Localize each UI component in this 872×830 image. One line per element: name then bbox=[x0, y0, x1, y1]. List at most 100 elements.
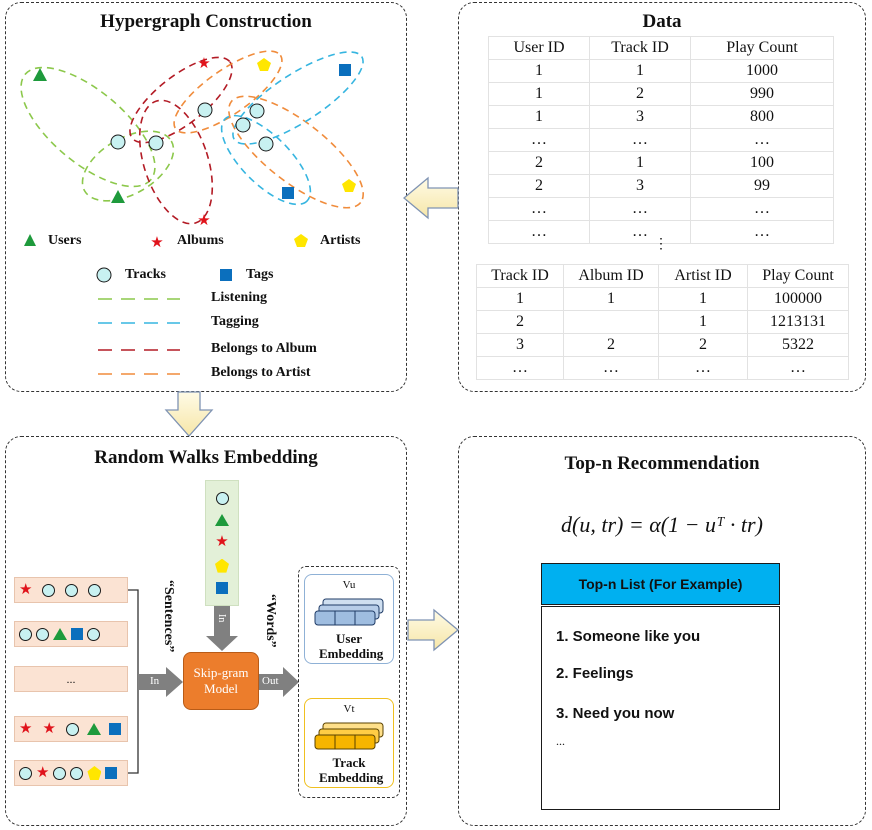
arrow-words-in bbox=[206, 606, 238, 651]
track-icon bbox=[19, 627, 32, 641]
table-cell: 1 bbox=[488, 59, 590, 83]
sentence-walk: ★ bbox=[14, 577, 128, 603]
arrow-walks-to-recommendation bbox=[407, 608, 460, 652]
legend-artist-label: Belongs to Artist bbox=[211, 365, 311, 380]
model-label: Skip-gram Model bbox=[193, 665, 249, 696]
album-icon: ★ bbox=[36, 764, 50, 781]
legend-album-label: Belongs to Album bbox=[211, 341, 317, 356]
table-cell: … bbox=[563, 356, 659, 380]
sentence-walk: ★ ★ bbox=[14, 716, 128, 742]
hyperedge-tagging bbox=[220, 114, 312, 206]
table-cell: … bbox=[488, 220, 590, 244]
track-icon bbox=[65, 722, 79, 736]
user-icon bbox=[86, 723, 101, 735]
list-item: 2. Feelings bbox=[556, 665, 634, 682]
table-cell: 1 bbox=[658, 310, 748, 334]
walks-connectors bbox=[128, 589, 299, 774]
table-cell: … bbox=[690, 128, 834, 152]
track-icon bbox=[70, 766, 84, 780]
table-cell: … bbox=[589, 220, 691, 244]
list-more: ... bbox=[556, 734, 565, 748]
track-node bbox=[197, 102, 213, 118]
artist-node bbox=[257, 58, 271, 71]
words-label: “Words” bbox=[263, 594, 278, 648]
recommendation-panel: Top-n Recommendation bbox=[458, 436, 866, 826]
sentences-bracket bbox=[128, 589, 139, 774]
tag-icon bbox=[108, 723, 121, 735]
track-node bbox=[249, 103, 265, 119]
album-icon: ★ bbox=[19, 720, 33, 737]
user-icon bbox=[215, 514, 229, 527]
legend-artists-label: Artists bbox=[320, 233, 361, 248]
track-icon bbox=[215, 491, 229, 505]
album-node: ★ bbox=[197, 213, 210, 229]
track-icon bbox=[88, 583, 102, 597]
user-icon bbox=[53, 628, 67, 640]
table-cell: 800 bbox=[690, 105, 834, 129]
random-walks-title: Random Walks Embedding bbox=[94, 447, 318, 468]
artist-icon bbox=[87, 766, 102, 780]
table-row: ……… bbox=[488, 128, 834, 152]
sentence-walk: ★ bbox=[14, 760, 128, 786]
sentence-ellipsis: ... bbox=[66, 671, 76, 686]
table2-header: Artist ID bbox=[658, 264, 748, 288]
top-n-list bbox=[541, 606, 780, 810]
hyperedge-artist bbox=[227, 95, 365, 209]
words-in-label: In bbox=[216, 614, 227, 623]
table-cell: 1213131 bbox=[747, 310, 849, 334]
track-metadata-table: Track ID Album ID Artist ID Play Count 1… bbox=[476, 264, 849, 380]
user-embedding-symbol: Vu bbox=[342, 579, 356, 591]
user-embedding-vectors bbox=[314, 598, 384, 626]
track-node bbox=[110, 134, 126, 150]
user-node bbox=[33, 68, 47, 81]
hypergraph-drawing: ★ ★ ★ bbox=[20, 50, 365, 375]
distance-formula: d(u, tr) = α(1 − uᵀ · tr) bbox=[561, 512, 763, 537]
table-cell: … bbox=[690, 220, 834, 244]
table-cell: … bbox=[690, 197, 834, 221]
track-embedding-symbol: Vt bbox=[343, 703, 355, 715]
user-embedding-label: User Embedding bbox=[319, 631, 384, 661]
legend-albums-label: Albums bbox=[177, 233, 224, 248]
random-walks-panel: Random Walks Embedding bbox=[5, 436, 407, 826]
album-icon: ★ bbox=[19, 581, 33, 598]
table-cell: … bbox=[658, 356, 748, 380]
track-node bbox=[148, 135, 164, 151]
album-icon: ★ bbox=[42, 720, 56, 737]
sentences-label: “Sentences” bbox=[161, 580, 176, 653]
top-n-list-header: Top-n List (For Example) bbox=[541, 563, 780, 605]
arrow-data-to-hypergraph bbox=[402, 176, 459, 220]
legend-user-icon bbox=[24, 234, 36, 246]
hypergraph-title: Hypergraph Construction bbox=[100, 11, 312, 32]
table-cell: 100000 bbox=[747, 287, 849, 311]
tag-icon bbox=[105, 767, 118, 779]
legend-listening-label: Listening bbox=[211, 290, 268, 305]
artist-node bbox=[342, 179, 356, 192]
legend-tagging-label: Tagging bbox=[211, 314, 259, 329]
arrow-out-model bbox=[258, 667, 299, 697]
table-separator: ⋮ bbox=[654, 237, 668, 252]
track-node bbox=[258, 136, 274, 152]
table-cell: … bbox=[747, 356, 849, 380]
hyperedge-listening bbox=[81, 130, 175, 202]
tag-node bbox=[282, 187, 294, 199]
table-cell: 99 bbox=[690, 174, 834, 198]
recommendation-title: Top-n Recommendation bbox=[564, 453, 760, 474]
list-item: 1. Someone like you bbox=[556, 628, 701, 645]
track-icon bbox=[36, 627, 49, 641]
table1-header: Track ID bbox=[589, 36, 691, 60]
table-cell: … bbox=[476, 356, 564, 380]
artist-icon bbox=[215, 558, 229, 573]
out-label: Out bbox=[262, 675, 279, 687]
list-item: 3. Need you now bbox=[556, 705, 675, 722]
track-node bbox=[235, 117, 251, 133]
legend-artist-icon bbox=[294, 234, 308, 247]
hyperedge-album bbox=[129, 56, 233, 144]
skip-gram-model: Skip-gram Model bbox=[183, 652, 259, 710]
table-row: ……… bbox=[488, 220, 834, 244]
